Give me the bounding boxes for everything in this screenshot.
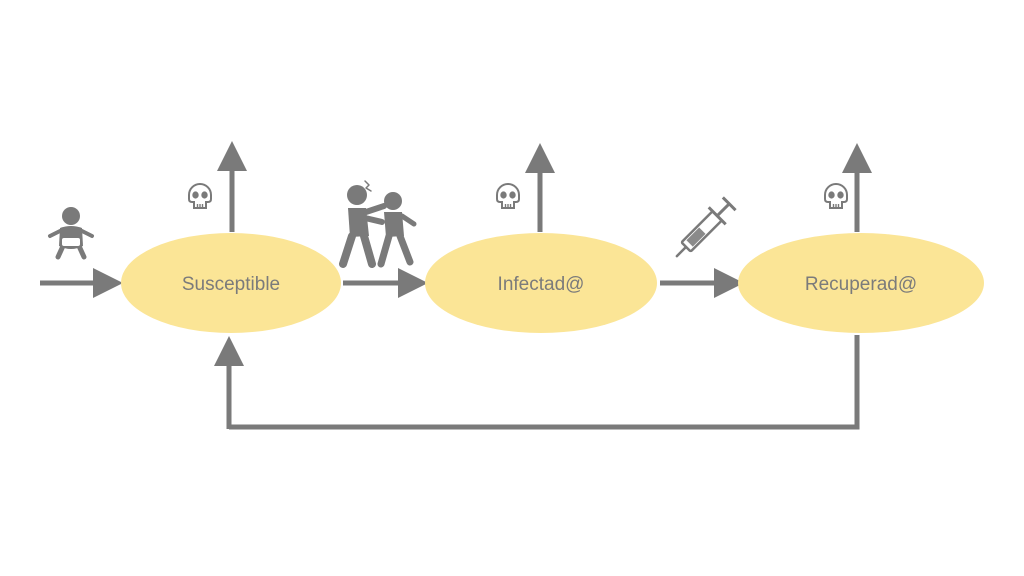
node-recovered: Recuperad@ — [738, 233, 984, 333]
node-susceptible: Susceptible — [121, 233, 341, 333]
contagion-people-icon — [339, 180, 417, 268]
node-susceptible-shape — [121, 233, 341, 333]
immunity-loss-path — [229, 335, 860, 430]
skull-icon — [496, 183, 520, 209]
node-recovered-label: Recuperad@ — [805, 274, 917, 295]
baby-icon — [48, 207, 94, 260]
skull-icon — [824, 183, 848, 209]
node-infected: Infectad@ — [425, 233, 657, 333]
node-infected-shape — [425, 233, 657, 333]
skull-icon — [188, 183, 212, 209]
arrows — [40, 140, 872, 430]
node-infected-label: Infectad@ — [498, 274, 585, 295]
syringe-icon — [675, 196, 737, 258]
node-susceptible-label: Susceptible — [182, 274, 280, 295]
node-recovered-shape — [738, 233, 984, 333]
